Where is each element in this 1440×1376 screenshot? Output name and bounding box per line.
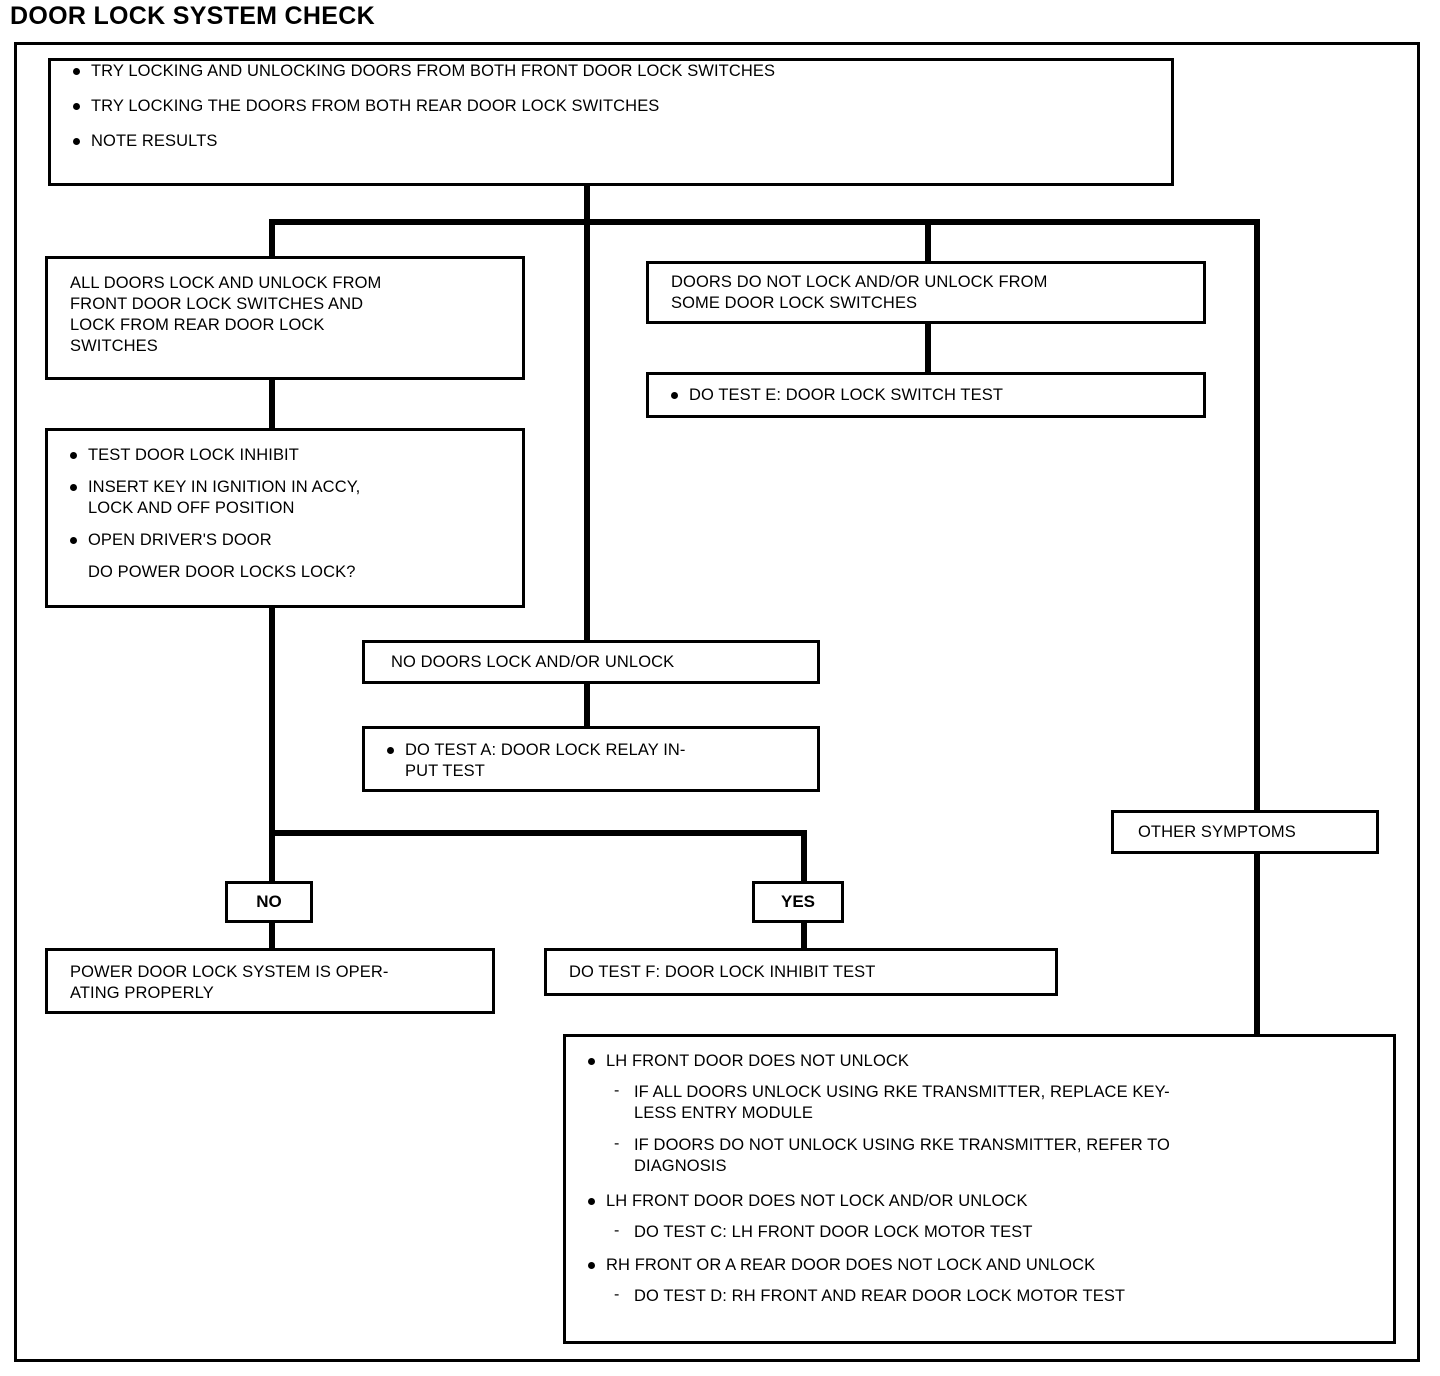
inhibit-bullet-list: TEST DOOR LOCK INHIBIT INSERT KEY IN IGN… [48, 431, 522, 583]
bullet-icon [588, 1058, 595, 1065]
connector-no-doors-to-testa [584, 683, 590, 727]
connector-no-to-result [269, 920, 275, 950]
bullet-icon [73, 138, 80, 145]
connector-bus-to-some-switches [925, 219, 931, 263]
node-inhibit-test[interactable]: TEST DOOR LOCK INHIBIT INSERT KEY IN IGN… [45, 428, 525, 608]
bullet-icon [70, 484, 77, 491]
node-all-doors-ok[interactable]: ALL DOORS LOCK AND UNLOCK FROM FRONT DOO… [45, 256, 525, 380]
list-item: LH FRONT DOOR DOES NOT LOCK AND/OR UNLOC… [566, 1191, 1393, 1243]
node-some-switches-fail[interactable]: DOORS DO NOT LOCK AND/OR UNLOCK FROM SOM… [646, 261, 1206, 324]
node-text: NO DOORS LOCK AND/OR UNLOCK [391, 653, 675, 671]
node-operating-properly[interactable]: POWER DOOR LOCK SYSTEM IS OPER- ATING PR… [45, 948, 495, 1014]
list-item: TEST DOOR LOCK INHIBIT [48, 445, 522, 466]
branch-yes-text: YES [780, 892, 816, 911]
bullet-icon [588, 1198, 595, 1205]
connector-all-doors-to-inhibit [269, 379, 275, 429]
node-text: OTHER SYMPTOMS [1138, 823, 1296, 841]
node-text: DO TEST F: DOOR LOCK INHIBIT TEST [569, 963, 876, 981]
list-item: DO TEST A: DOOR LOCK RELAY IN- PUT TEST [365, 740, 817, 782]
bullet-icon [387, 747, 394, 754]
list-item: NOTE RESULTS [51, 131, 1171, 152]
connector-main-bus [269, 219, 1260, 225]
connector-bus-to-other-symptoms [1254, 219, 1260, 811]
list-item: RH FRONT OR A REAR DOOR DOES NOT LOCK AN… [566, 1255, 1393, 1307]
symptom-sublist: - DO TEST D: RH FRONT AND REAR DOOR LOCK… [606, 1286, 1393, 1307]
list-item: DO TEST E: DOOR LOCK SWITCH TEST [649, 385, 1203, 406]
node-no-doors-lock[interactable]: NO DOORS LOCK AND/OR UNLOCK [362, 640, 820, 684]
list-item: TRY LOCKING AND UNLOCKING DOORS FROM BOT… [51, 61, 1171, 82]
node-test-f[interactable]: DO TEST F: DOOR LOCK INHIBIT TEST [544, 948, 1058, 996]
node-start[interactable]: TRY LOCKING AND UNLOCKING DOORS FROM BOT… [48, 58, 1174, 186]
connector-start-down [584, 185, 590, 225]
sub-list-item: - DO TEST C: LH FRONT DOOR LOCK MOTOR TE… [614, 1222, 1033, 1241]
connector-lower-bus [269, 830, 807, 836]
start-bullet-list: TRY LOCKING AND UNLOCKING DOORS FROM BOT… [51, 61, 1171, 152]
node-other-symptoms[interactable]: OTHER SYMPTOMS [1111, 810, 1379, 854]
branch-label-no[interactable]: NO [225, 881, 313, 923]
test-a-bullet-list: DO TEST A: DOOR LOCK RELAY IN- PUT TEST [365, 729, 817, 782]
list-item: INSERT KEY IN IGNITION IN ACCY, LOCK AND… [48, 477, 522, 519]
inhibit-question: DO POWER DOOR LOCKS LOCK? [88, 563, 356, 581]
connector-bus-to-no-chip [269, 830, 275, 883]
connector-bus-to-all-doors [269, 219, 275, 259]
bullet-icon [73, 68, 80, 75]
dash-icon: - [614, 1222, 620, 1239]
connector-bus-to-yes-chip [801, 830, 807, 883]
list-item: LH FRONT DOOR DOES NOT UNLOCK - IF ALL D… [566, 1051, 1393, 1177]
node-symptom-details[interactable]: LH FRONT DOOR DOES NOT UNLOCK - IF ALL D… [563, 1034, 1396, 1344]
connector-bus-to-no-doors [584, 219, 590, 643]
connector-other-symptoms-down [1254, 851, 1260, 1037]
branch-no-text: NO [256, 892, 282, 911]
connector-yes-to-testf [801, 920, 807, 950]
symptom-sublist: - DO TEST C: LH FRONT DOOR LOCK MOTOR TE… [606, 1222, 1393, 1243]
connector-inhibit-down [269, 606, 275, 833]
connector-some-switches-to-teste [925, 323, 931, 373]
sub-list-item: - IF DOORS DO NOT UNLOCK USING RKE TRANS… [614, 1135, 1170, 1175]
bullet-icon [70, 537, 77, 544]
node-text: POWER DOOR LOCK SYSTEM IS OPER- ATING PR… [70, 963, 389, 1002]
bullet-icon [588, 1262, 595, 1269]
symptom-sublist: - IF ALL DOORS UNLOCK USING RKE TRANSMIT… [606, 1082, 1393, 1177]
dash-icon: - [614, 1286, 620, 1303]
test-e-bullet-list: DO TEST E: DOOR LOCK SWITCH TEST [649, 375, 1203, 406]
node-test-e[interactable]: DO TEST E: DOOR LOCK SWITCH TEST [646, 372, 1206, 418]
node-text: DOORS DO NOT LOCK AND/OR UNLOCK FROM SOM… [671, 273, 1048, 312]
sub-list-item: - IF ALL DOORS UNLOCK USING RKE TRANSMIT… [614, 1082, 1170, 1122]
node-text: ALL DOORS LOCK AND UNLOCK FROM FRONT DOO… [70, 274, 382, 355]
branch-label-yes[interactable]: YES [752, 881, 844, 923]
node-test-a[interactable]: DO TEST A: DOOR LOCK RELAY IN- PUT TEST [362, 726, 820, 792]
diagram-outer-frame [14, 42, 1420, 1362]
bullet-icon [70, 452, 77, 459]
list-item: TRY LOCKING THE DOORS FROM BOTH REAR DOO… [51, 96, 1171, 117]
dash-icon: - [614, 1135, 620, 1152]
bullet-icon [73, 103, 80, 110]
list-item: OPEN DRIVER'S DOOR [48, 530, 522, 551]
sub-list-item: - DO TEST D: RH FRONT AND REAR DOOR LOCK… [614, 1286, 1126, 1305]
page-title: DOOR LOCK SYSTEM CHECK [10, 2, 375, 30]
bullet-icon [671, 392, 678, 399]
dash-icon: - [614, 1082, 620, 1099]
symptom-detail-list: LH FRONT DOOR DOES NOT UNLOCK - IF ALL D… [566, 1037, 1393, 1307]
